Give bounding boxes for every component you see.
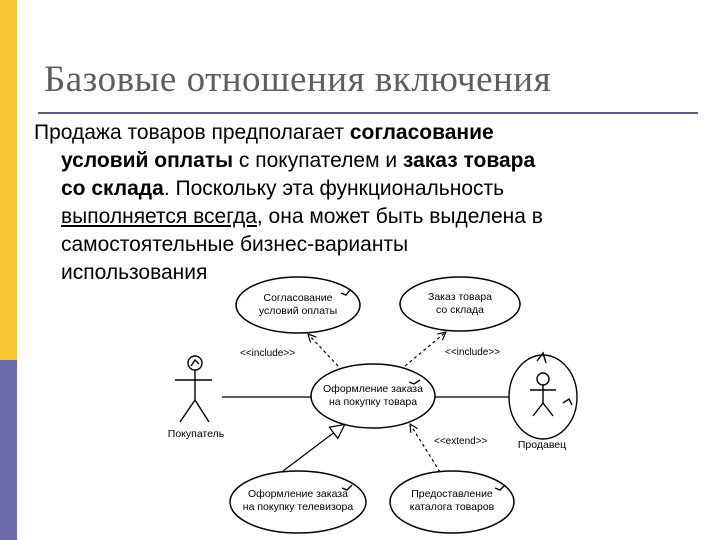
body-text-plain: . Поскольку эта функциональность (163, 177, 505, 200)
use-case-catalog (389, 470, 515, 534)
body-text-bold: согласование (349, 121, 494, 144)
slide-title: Базовые отношения включения (44, 59, 552, 100)
body-text-plain: с покупателем и (233, 149, 403, 172)
use-case-label: на покупку товара (329, 396, 417, 408)
use-case-product-order-mark (408, 379, 421, 385)
actor-buyer-icon (175, 355, 212, 423)
generalization-arrow (282, 425, 344, 472)
body-line-1: Продажа товаров предполагает согласовани… (34, 119, 684, 147)
body-line-2: условий оплаты с покупателем и заказ тов… (34, 147, 684, 175)
use-case-label: со склада (436, 304, 484, 316)
actor-buyer-label: Покупатель (168, 428, 225, 440)
use-case-label: на покупку телевизора (243, 501, 354, 513)
use-case-payment-terms (235, 276, 361, 334)
include-arrow-warehouse (404, 332, 446, 367)
use-case-catalog-mark (494, 484, 506, 491)
sidebar-accent-bottom (0, 360, 17, 540)
use-case-payment-terms-mark (340, 289, 351, 296)
slide-body: Продажа товаров предполагает согласовани… (34, 119, 684, 287)
actor-seller-label: Продавец (518, 439, 566, 451)
extend-arrow-catalog (410, 424, 441, 473)
actor-seller-icon (508, 351, 578, 440)
stereotype-label: <<extend>> (434, 436, 488, 447)
use-case-label: каталога товаров (410, 501, 495, 513)
body-text-underlined: выполняется всегда (61, 205, 257, 228)
body-text-plain: , она может быть выделена в (256, 205, 543, 228)
include-arrow-payment (308, 334, 339, 367)
title-divider (38, 112, 698, 114)
use-case-label: условий оплаты (259, 305, 337, 317)
body-text-plain: Продажа товаров предполагает (34, 121, 350, 144)
body-line-5: самостоятельные бизнес-варианты (61, 233, 409, 256)
body-text-bold: условий оплаты (61, 149, 234, 172)
use-case-tv-order-mark (341, 484, 353, 491)
body-line-6: использования (61, 261, 208, 284)
body-text-bold: со склада (61, 177, 164, 200)
sidebar-accent-top (0, 0, 17, 360)
use-case-warehouse-order (399, 276, 521, 332)
body-line-4: выполняется всегда, она может быть выдел… (34, 203, 684, 231)
use-case-product-order (310, 363, 436, 429)
use-case-tv-order (229, 470, 367, 534)
use-case-label: Согласование (264, 292, 333, 304)
body-text-bold: заказ товара (402, 149, 536, 172)
stereotype-label: <<include>> (240, 348, 295, 359)
use-case-label: Заказ товара (428, 291, 492, 303)
use-case-label: Предоставление (411, 488, 493, 500)
use-case-label: Оформление заказа (323, 383, 423, 395)
stereotype-label: <<include>> (445, 347, 500, 358)
use-case-label: Оформление заказа (248, 488, 348, 500)
body-line-3: со склада. Поскольку эта функциональност… (34, 175, 684, 203)
